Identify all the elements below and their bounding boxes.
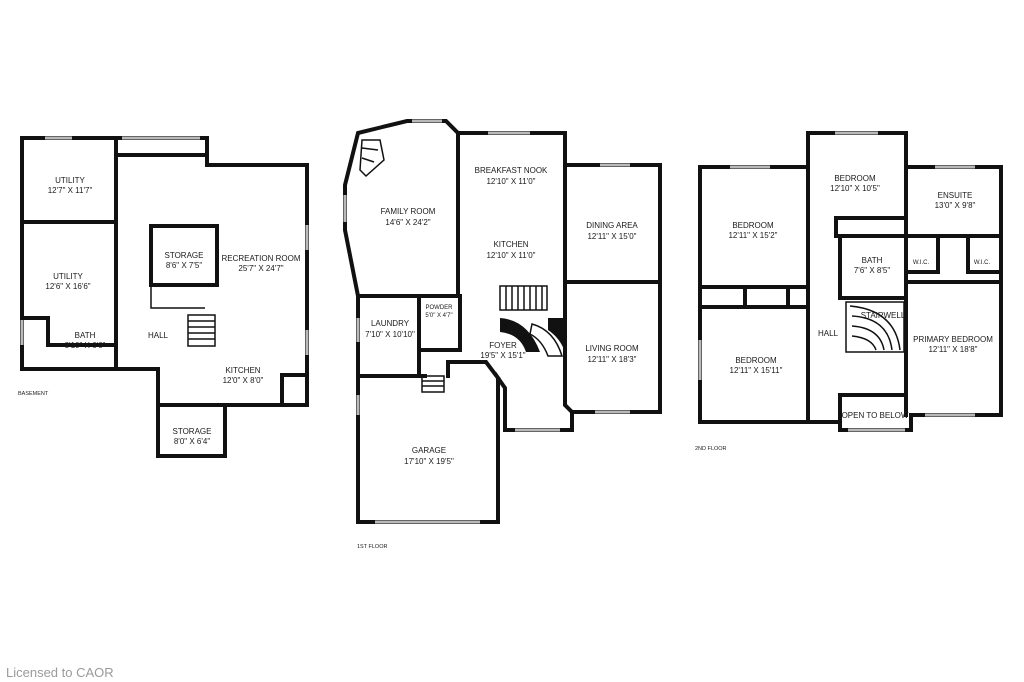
room-dimensions: 12'10" X 10'5": [830, 184, 880, 193]
room-dimensions: 14'6" X 24'2": [385, 218, 430, 227]
room-dimensions: 12'10" X 11'0": [486, 177, 535, 186]
room-dimensions: 25'7" X 24'7": [238, 264, 283, 273]
first-floor-curved-stair: [548, 318, 565, 352]
basement-utility-wall: [20, 136, 118, 371]
first-floor-curved-stair: [529, 323, 564, 357]
room-dimensions: 7'10" X 10'10": [365, 330, 415, 339]
room-dimensions: 8'0" X 6'4": [174, 437, 210, 446]
room-dimensions: 12'11" X 18'3": [587, 355, 636, 364]
room-name: UTILITY: [53, 272, 83, 281]
room-name: UTILITY: [55, 176, 85, 185]
second-floor-bedroom-wall: [698, 165, 810, 424]
room-name: STORAGE: [173, 427, 212, 436]
room-name: KITCHEN: [493, 240, 528, 249]
room-name: RECREATION ROOM: [222, 254, 301, 263]
room-name: W.I.C.: [974, 260, 991, 266]
second-floor-bath-wall: [838, 234, 1003, 300]
second-floor-stairwell: [849, 305, 901, 351]
room-name: BEDROOM: [834, 174, 876, 183]
basement-hall-wall: [150, 285, 205, 309]
room-dimensions: 8'6" X 7'5": [166, 261, 202, 270]
first-floor-plan: FAMILY ROOM 14'6" X 24'2" BREAKFAST NOOK…: [343, 119, 662, 550]
room-name: BREAKFAST NOOK: [475, 166, 548, 175]
room-name: BATH: [862, 256, 883, 265]
room-name: ENSUITE: [938, 191, 973, 200]
room-dimensions: 7'6" X 8'5": [854, 266, 890, 275]
floor-label: 1ST FLOOR: [357, 544, 387, 550]
room-dimensions: 12'0" X 8'0": [223, 376, 264, 385]
room-name: KITCHEN: [225, 366, 260, 375]
room-name: BATH: [75, 331, 96, 340]
first-floor-stair: [499, 285, 548, 311]
room-name: LIVING ROOM: [585, 344, 639, 353]
room-dimensions: 17'10" X 19'5": [404, 457, 454, 466]
floor-label: 2ND FLOOR: [695, 446, 727, 452]
room-name: STAIRWELL: [861, 311, 906, 320]
room-dimensions: 12'11" X 15'11": [730, 366, 783, 375]
room-dimensions: 5'0" X 4'7": [425, 313, 452, 319]
first-floor-dining-wall: [563, 163, 662, 415]
room-dimensions: 12'11" X 18'8": [928, 345, 977, 354]
first-floor-curved-stair: [500, 318, 540, 352]
room-name: W.I.C.: [913, 260, 930, 266]
room-name: DINING AREA: [586, 221, 638, 230]
first-floor-garage-step: [421, 375, 445, 393]
room-name: BEDROOM: [735, 356, 777, 365]
room-dimensions: 12'10" X 11'0": [486, 251, 535, 260]
room-dimensions: 8'10" X 6'6": [65, 341, 106, 350]
room-name: OPEN TO BELOW: [842, 411, 909, 420]
basement-stair: [187, 314, 216, 347]
room-name: STORAGE: [165, 251, 204, 260]
room-dimensions: 12'11" X 15'2": [728, 231, 777, 240]
room-name: HALL: [148, 331, 169, 340]
second-floor-open-wall: [838, 393, 908, 424]
floor-label: BASEMENT: [18, 391, 49, 397]
room-name: PRIMARY BEDROOM: [913, 335, 993, 344]
room-name: LAUNDRY: [371, 319, 410, 328]
second-floor-plan: BEDROOM 12'10" X 10'5" ENSUITE 13'0" X 9…: [695, 131, 1003, 452]
room-name: FOYER: [489, 341, 517, 350]
room-name: GARAGE: [412, 446, 446, 455]
room-name: POWDER: [426, 305, 454, 311]
basement-storage-wall: [149, 224, 219, 287]
basement-kitchen-wall: [156, 373, 309, 407]
room-dimensions: 12'6" X 16'6": [45, 282, 90, 291]
room-dimensions: 12'7" X 11'7": [48, 186, 93, 195]
room-name: HALL: [818, 329, 839, 338]
room-name: FAMILY ROOM: [381, 207, 436, 216]
first-floor-fireplace: [359, 139, 385, 178]
basement-plan: UTILITY 12'7" X 11'7" UTILITY 12'6" X 16…: [18, 136, 309, 458]
room-dimensions: 13'0" X 9'8": [935, 201, 976, 210]
room-dimensions: 19'5" X 15'1": [480, 351, 525, 360]
room-dimensions: 12'11" X 15'0": [587, 232, 636, 241]
second-floor-stairwell: [845, 301, 905, 353]
first-floor-garage-wall: [356, 360, 501, 381]
room-name: BEDROOM: [732, 221, 774, 230]
license-credit: Licensed to CAOR: [6, 665, 114, 680]
